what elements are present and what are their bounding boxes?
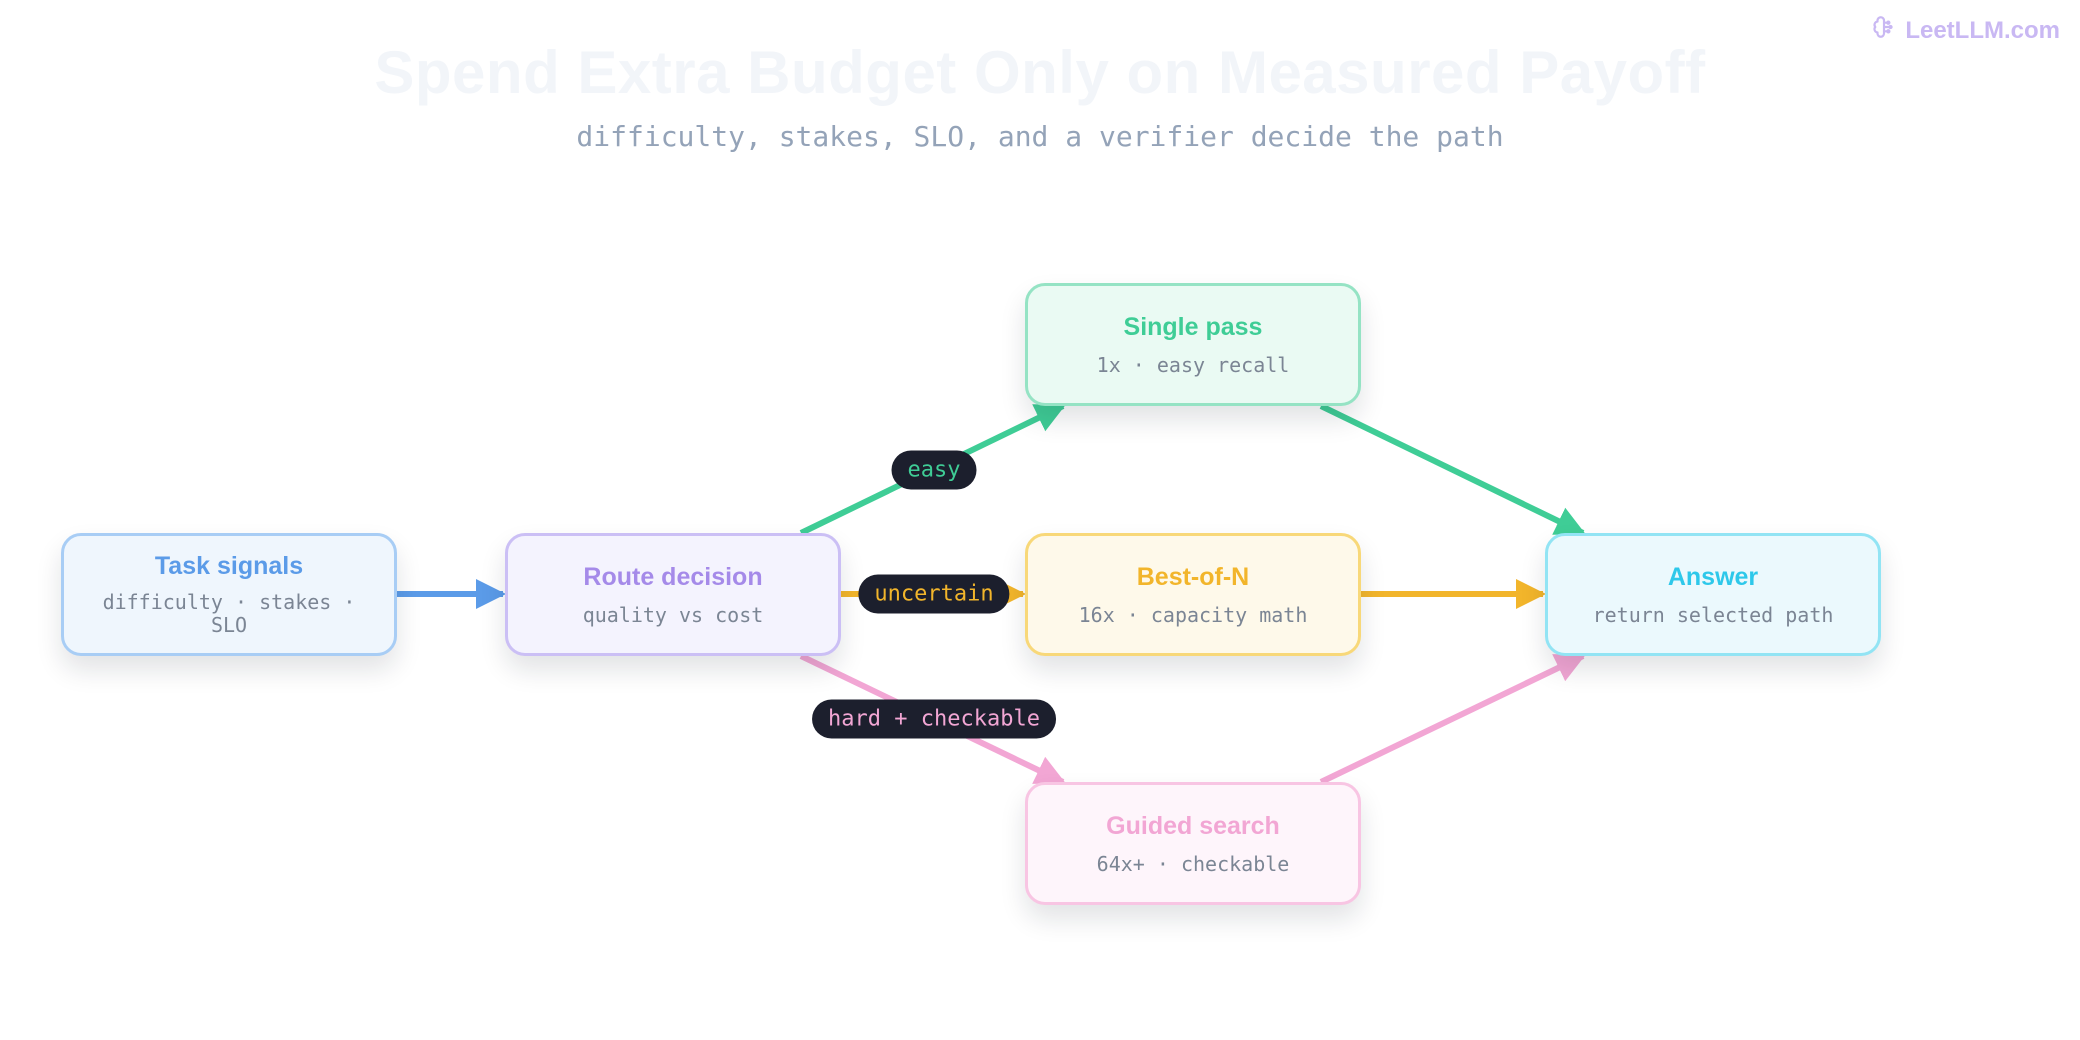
- brain-icon: [1871, 14, 1897, 47]
- node-title: Route decision: [583, 562, 763, 591]
- node-single-pass: Single pass 1x · easy recall: [1025, 283, 1361, 406]
- node-title: Best-of-N: [1136, 562, 1250, 591]
- node-subtitle: 16x · capacity math: [1078, 602, 1308, 627]
- node-guided-search: Guided search 64x+ · checkable: [1025, 782, 1361, 905]
- edge-single-answer: [1319, 403, 1586, 536]
- node-title: Single pass: [1123, 312, 1263, 341]
- node-subtitle: 64x+ · checkable: [1096, 851, 1290, 876]
- edge-guided-answer: [1319, 653, 1586, 785]
- node-subtitle: quality vs cost: [582, 602, 764, 627]
- node-best-of-n: Best-of-N 16x · capacity math: [1025, 533, 1361, 656]
- page-title: Spend Extra Budget Only on Measured Payo…: [374, 39, 1706, 106]
- brand-logo: LeetLLM.com: [1871, 14, 2060, 47]
- page-subtitle: difficulty, stakes, SLO, and a verifier …: [576, 120, 1504, 153]
- node-route-decision: Route decision quality vs cost: [505, 533, 841, 656]
- edge-label-uncertain: uncertain: [858, 574, 1010, 614]
- node-task-signals: Task signals difficulty · stakes · SLO: [61, 533, 397, 656]
- node-subtitle: difficulty · stakes · SLO: [102, 590, 356, 637]
- node-subtitle: 1x · easy recall: [1096, 352, 1290, 377]
- node-title: Guided search: [1106, 811, 1280, 840]
- node-title: Task signals: [154, 552, 304, 580]
- node-subtitle: return selected path: [1592, 602, 1834, 627]
- edge-label-hard-checkable: hard + checkable: [812, 699, 1056, 739]
- edge-label-easy: easy: [891, 450, 977, 490]
- node-title: Answer: [1667, 562, 1759, 591]
- brand-name[interactable]: LeetLLM.com: [1905, 16, 2060, 44]
- node-answer: Answer return selected path: [1545, 533, 1881, 656]
